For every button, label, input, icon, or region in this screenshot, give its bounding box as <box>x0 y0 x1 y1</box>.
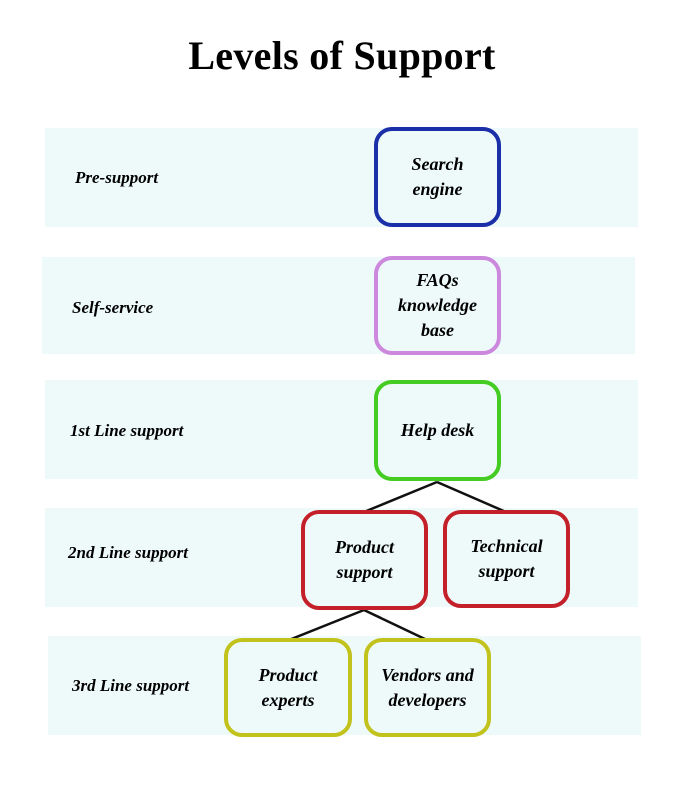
node-product-support-text: Product support <box>334 537 394 582</box>
node-search-engine-text: Search engine <box>411 154 464 199</box>
node-product-support: Product support <box>301 510 428 610</box>
level-band-pre-support <box>45 128 638 227</box>
node-help-desk: Help desk <box>374 380 501 481</box>
level-label-1st-line: 1st Line support <box>70 421 184 440</box>
node-vendors-text: Vendors and developers <box>381 664 474 710</box>
level-label-pre-support: Pre-support <box>75 168 159 187</box>
level-label-2nd-line: 2nd Line support <box>68 543 188 562</box>
node-technical-support: Technical support <box>443 510 570 608</box>
level-label-3rd-line: 3rd Line support <box>72 676 190 695</box>
diagram-title: Levels of Support <box>188 33 496 78</box>
level-band-self-service <box>42 257 635 354</box>
level-band-1st-line <box>45 380 638 479</box>
node-search-engine: Search engine <box>374 127 501 227</box>
node-technical-support-text: Technical support <box>470 536 543 581</box>
node-product-experts: Product experts <box>224 638 352 737</box>
node-product-experts-text: Product experts <box>258 664 318 710</box>
node-faqs-knowledge-base: FAQs knowledge base <box>374 256 501 355</box>
node-help-desk-text: Help desk <box>400 420 475 440</box>
node-vendors-and-developers: Vendors and developers <box>364 638 491 737</box>
node-faqs-text: FAQs knowledge base <box>398 270 477 340</box>
level-label-self-service: Self-service <box>72 298 154 317</box>
